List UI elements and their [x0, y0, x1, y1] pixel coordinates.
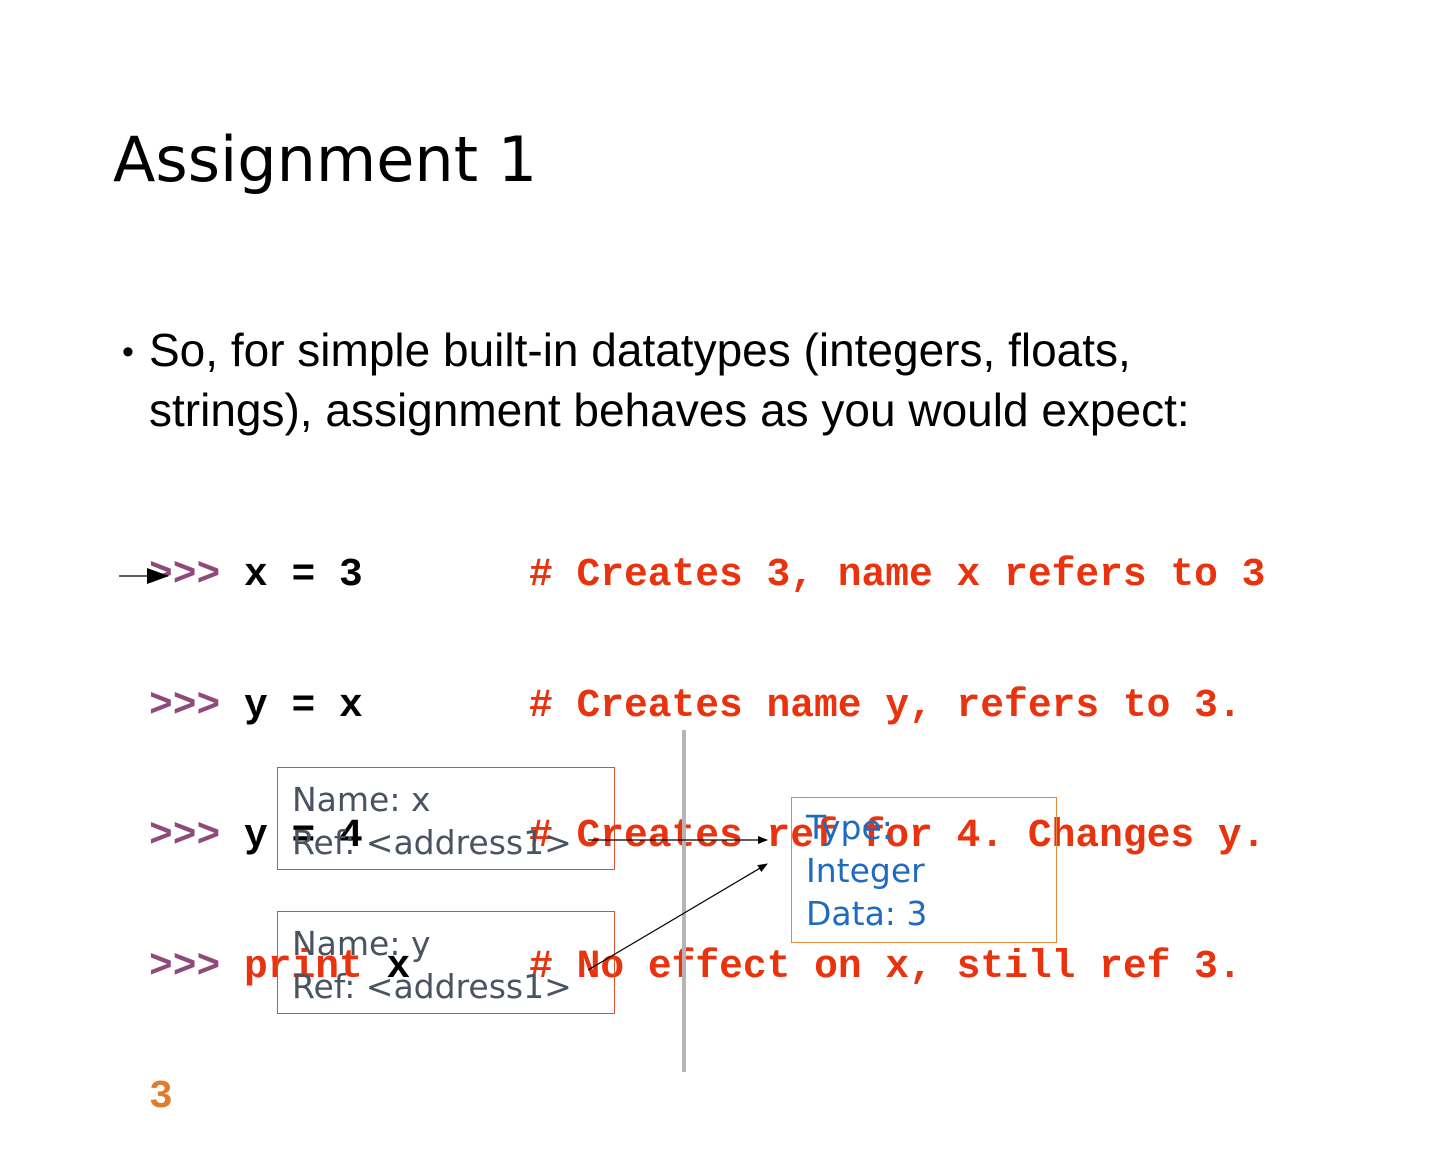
- slide-title: Assignment 1: [113, 123, 538, 196]
- code-padding: [363, 552, 529, 597]
- code-line-1: >>> x = 3 # Creates 3, name x refers to …: [149, 553, 1265, 597]
- code-statement: y = 4: [220, 813, 363, 858]
- code-statement: x: [362, 943, 411, 989]
- code-line-2: >>> y = x # Creates name y, refers to 3.: [149, 682, 1265, 728]
- code-block: >>> x = 3 # Creates 3, name x refers to …: [149, 466, 1265, 1162]
- code-prompt: >>>: [149, 813, 221, 858]
- object-data: Data: 3: [806, 894, 928, 933]
- name-box-y-name: Name: y: [292, 924, 431, 963]
- name-box-x-name: Name: x: [292, 780, 431, 819]
- code-comment: # Creates 3, name x refers to 3: [529, 552, 1266, 597]
- code-keyword: print: [220, 943, 363, 989]
- object-box: Type: Integer Data: 3: [791, 797, 1057, 943]
- code-prompt: >>>: [149, 682, 221, 728]
- code-comment: # No effect on x, still ref 3.: [529, 943, 1242, 989]
- code-comment: # Creates ref for 4. Changes y.: [529, 813, 1266, 858]
- bullet-line-1: So, for simple built-in datatypes (integ…: [149, 324, 1131, 376]
- code-prompt: >>>: [149, 552, 221, 597]
- object-type-value: Integer: [806, 851, 925, 890]
- code-output: 3: [149, 1074, 173, 1119]
- bullet-text: So, for simple built-in datatypes (integ…: [149, 320, 1349, 440]
- code-comment: # Creates name y, refers to 3.: [529, 682, 1242, 728]
- code-prompt: >>>: [149, 943, 221, 989]
- name-box-y: Name: y Ref: <address1>: [277, 911, 615, 1014]
- code-padding: [363, 683, 529, 728]
- object-type-label: Type:: [806, 808, 893, 847]
- code-statement: x = 3: [220, 552, 363, 597]
- code-statement: y = x: [220, 682, 363, 728]
- code-line-3: >>> y = 4 # Creates ref for 4. Changes y…: [149, 814, 1265, 858]
- name-box-y-ref: Ref: <address1>: [292, 967, 572, 1006]
- bullet-marker: •: [122, 333, 134, 371]
- bullet-line-2: strings), assignment behaves as you woul…: [149, 384, 1190, 436]
- name-box-x-ref: Ref: <address1>: [292, 823, 572, 862]
- name-box-x: Name: x Ref: <address1>: [277, 767, 615, 870]
